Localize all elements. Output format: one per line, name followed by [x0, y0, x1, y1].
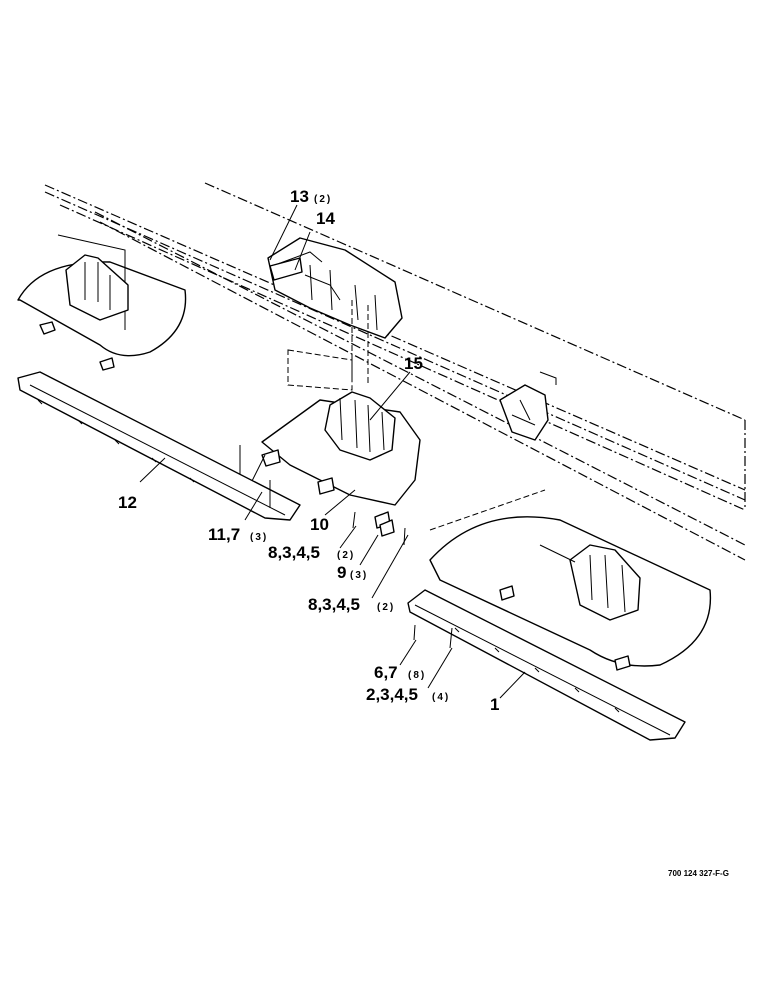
callout-2-number: 2,3,4,5	[366, 685, 418, 704]
callout-13: 13 (2)	[290, 187, 332, 206]
callout-13-number: 13	[290, 187, 309, 206]
center-cutter-shield	[239, 349, 421, 529]
callout-8a-number: 8,3,4,5	[268, 543, 320, 562]
callout-8a: 8,3,4,5 (2)	[268, 543, 355, 562]
callout-14-number: 14	[316, 209, 335, 228]
callout-12-number: 12	[118, 493, 137, 512]
callout-2: 2,3,4,5 (4)	[366, 685, 450, 704]
callout-9-number: 9	[337, 563, 346, 582]
callout-15-number: 15	[404, 354, 423, 373]
callout-13-qty: (2)	[314, 194, 332, 205]
callout-8b-qty: (2)	[377, 602, 395, 613]
hardware-bolts	[269, 480, 453, 649]
right-cutter-shield	[429, 489, 712, 671]
leader-lines	[139, 204, 526, 699]
callout-8b: 8,3,4,5 (2)	[308, 595, 395, 614]
callout-11-number: 11,7	[208, 525, 240, 544]
upper-bracket-assembly	[267, 237, 403, 385]
callout-2-qty: (4)	[432, 692, 450, 703]
callout-8b-number: 8,3,4,5	[308, 595, 360, 614]
guard-strip-left	[17, 371, 301, 521]
guard-strip-right	[407, 589, 686, 741]
right-bracket-plate	[499, 384, 549, 441]
callout-6: 6,7 (8)	[374, 663, 426, 682]
callout-11: 11,7 (3)	[208, 525, 268, 544]
callout-9: 9 (3)	[337, 563, 368, 582]
frame-beam	[44, 182, 746, 561]
callout-8a-qty: (2)	[337, 550, 355, 561]
figure-code: 700 124 327-F-G	[668, 869, 729, 878]
callout-9-qty: (3)	[350, 570, 368, 581]
callout-10-number: 10	[310, 515, 329, 534]
callout-1-number: 1	[490, 695, 499, 714]
callout-6-qty: (8)	[408, 670, 426, 681]
callout-11-qty: (3)	[250, 532, 268, 543]
left-cutter-shield	[17, 234, 187, 371]
callout-6-number: 6,7	[374, 663, 398, 682]
